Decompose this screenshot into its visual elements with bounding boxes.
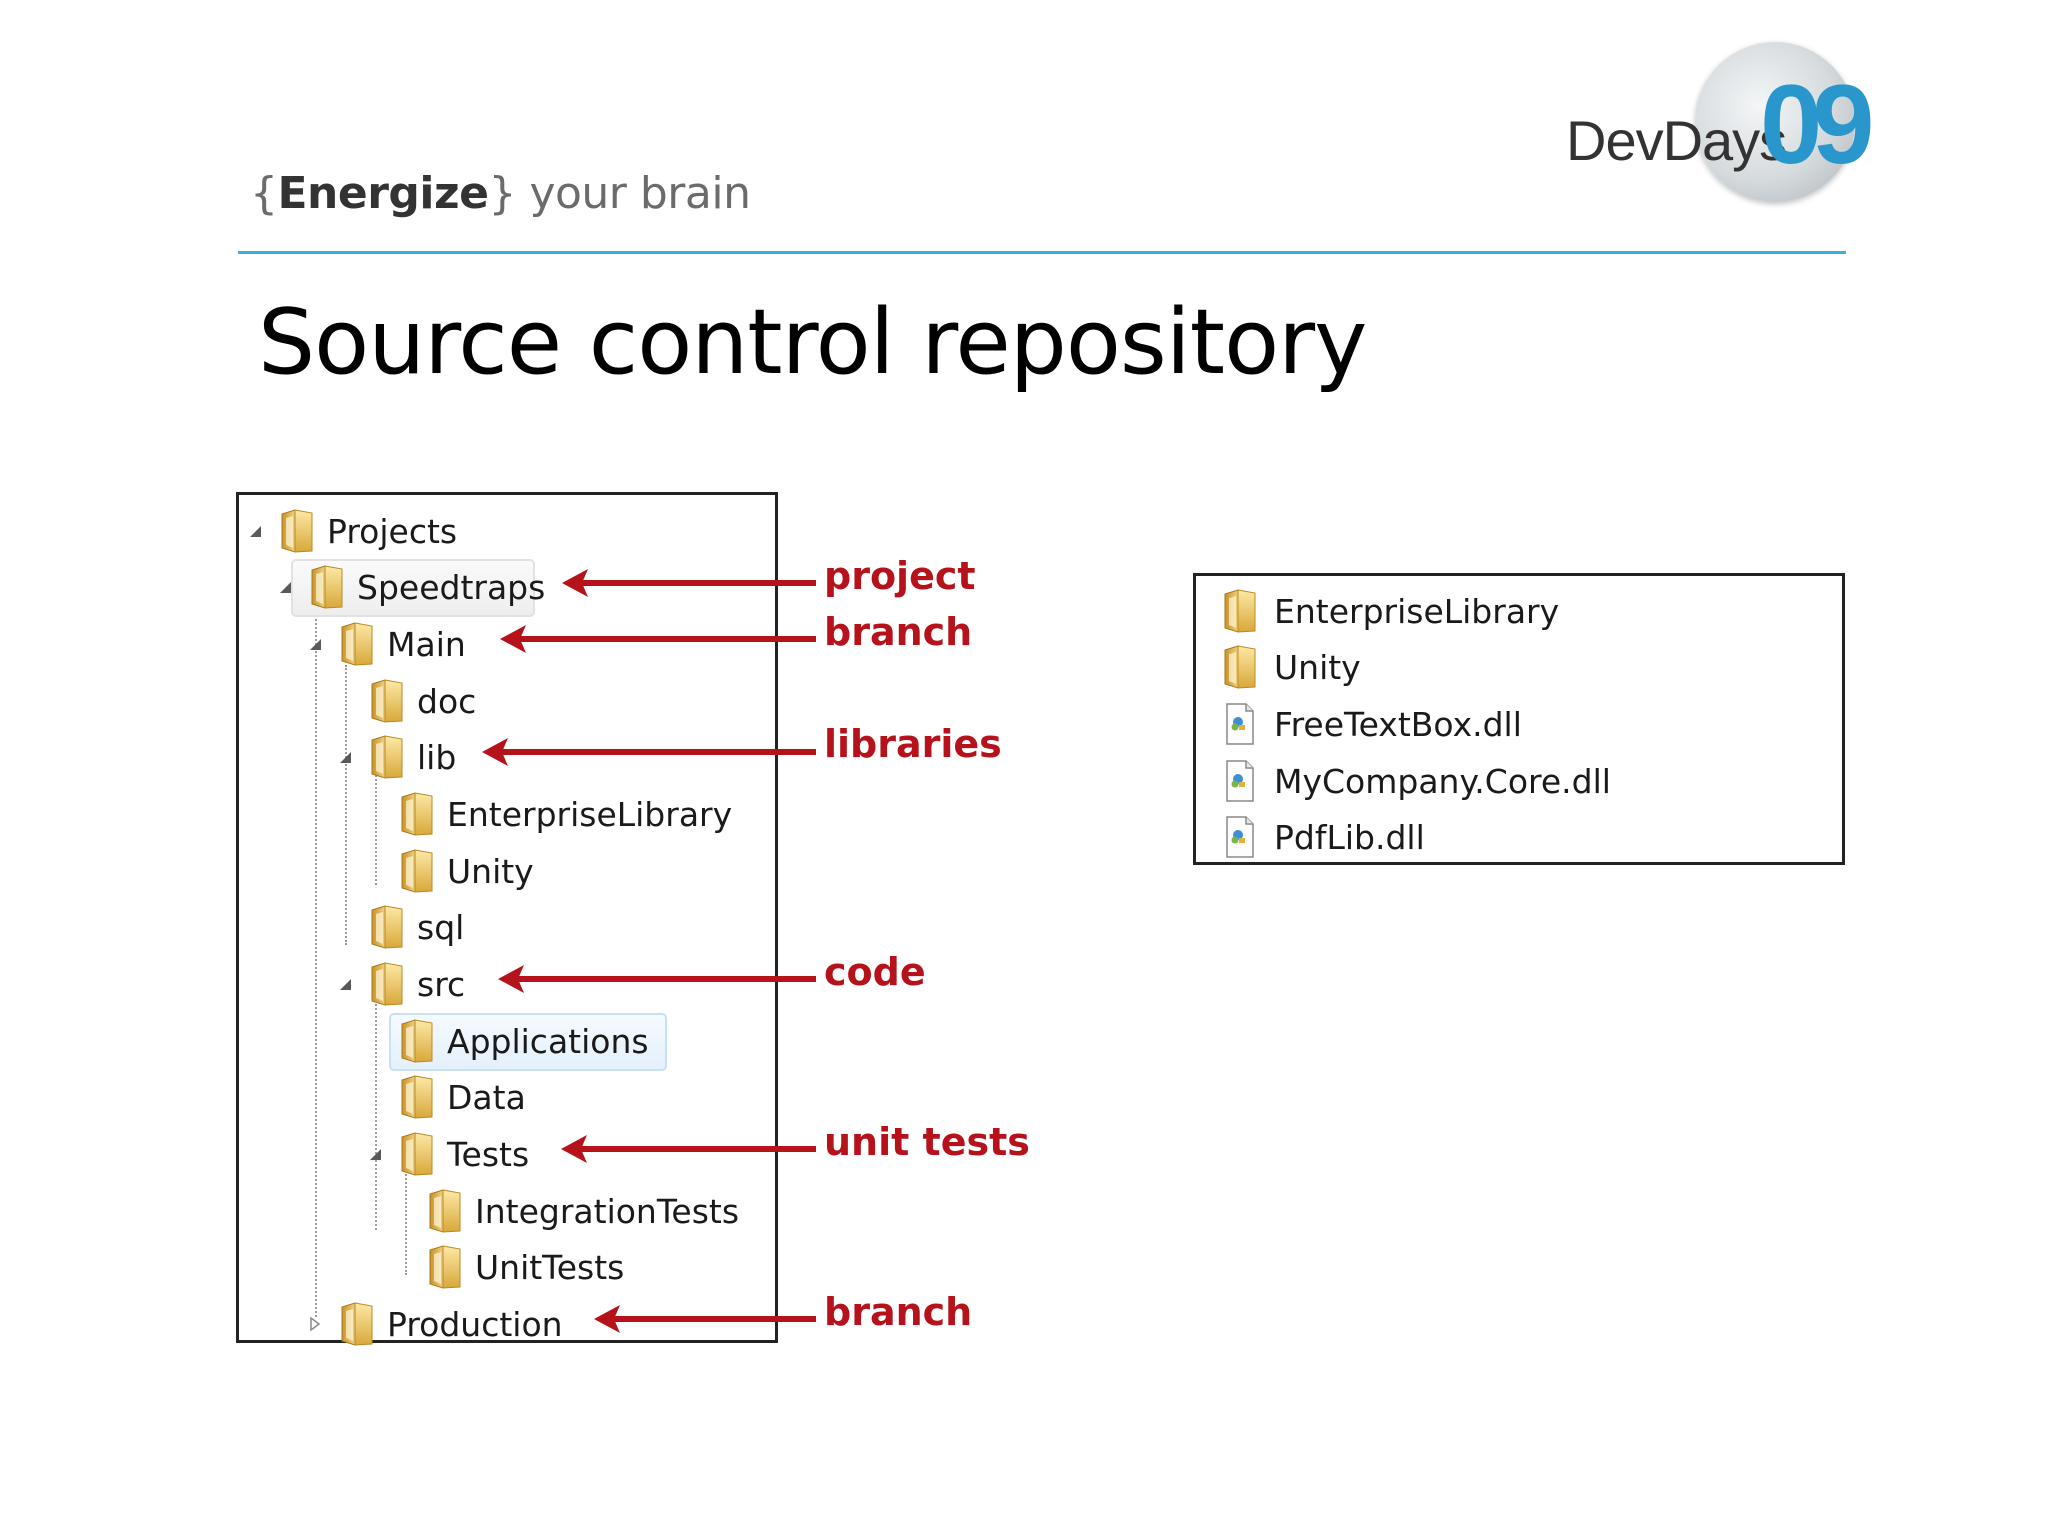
collapsed-arrow-icon[interactable]	[307, 1316, 323, 1332]
folder-icon	[339, 1301, 375, 1347]
folder-icon	[369, 961, 405, 1007]
annotation-arrow-unit-tests	[561, 1135, 816, 1163]
file-item-label: FreeTextBox.dll	[1274, 704, 1522, 744]
expanded-arrow-icon[interactable]	[367, 1146, 383, 1162]
file-item-label: EnterpriseLibrary	[1274, 591, 1560, 631]
logo-number: 09	[1760, 62, 1875, 187]
folder-icon	[399, 1074, 435, 1120]
annotation-arrow-branch-production	[594, 1305, 816, 1333]
selection-highlight	[389, 1013, 667, 1071]
folder-icon	[1222, 644, 1258, 690]
expanded-arrow-icon[interactable]	[337, 749, 353, 765]
tagline-open-brace: {	[250, 168, 278, 219]
annotation-arrow-libraries	[482, 738, 816, 766]
tree-item-label: doc	[417, 682, 477, 721]
annotation-label-libraries: libraries	[824, 722, 1002, 766]
folder-icon	[399, 1018, 435, 1064]
tagline-energize: Energize	[277, 168, 489, 219]
tree-item-label: Speedtraps	[357, 568, 546, 607]
logo-word: DevDays	[1566, 109, 1787, 172]
header-divider	[238, 251, 1846, 254]
tree-item-label: sql	[417, 908, 465, 947]
tree-item-label: UnitTests	[475, 1248, 625, 1287]
logo-disc	[1695, 42, 1855, 202]
annotation-label-branch: branch	[824, 610, 973, 654]
folder-icon	[1222, 588, 1258, 634]
tree-item-label: EnterpriseLibrary	[447, 795, 733, 834]
file-item-label: MyCompany.Core.dll	[1274, 761, 1611, 801]
tree-guide-line	[405, 1155, 407, 1275]
file-list-panel: EnterpriseLibrary Unity FreeTextBox.dll …	[1193, 573, 1845, 865]
tree-guide-line	[375, 1000, 377, 1230]
annotation-label-branch-production: branch	[824, 1290, 973, 1334]
tree-item-label: Applications	[447, 1022, 649, 1061]
tree-item-label: Tests	[447, 1135, 530, 1174]
folder-icon	[369, 904, 405, 950]
dll-file-icon	[1224, 702, 1256, 746]
annotation-label-code: code	[824, 950, 926, 994]
dll-file-icon	[1224, 759, 1256, 803]
folder-icon	[279, 508, 315, 554]
tree-item-label: src	[417, 965, 466, 1004]
tree-guide-line	[315, 607, 317, 1317]
folder-icon	[369, 734, 405, 780]
tree-item-label: Main	[387, 625, 466, 664]
dll-file-icon	[1224, 815, 1256, 859]
expanded-arrow-icon[interactable]	[337, 976, 353, 992]
tree-item-label: lib	[417, 738, 457, 777]
slide-title: Source control repository	[258, 290, 1367, 395]
tree-item-label: Data	[447, 1078, 526, 1117]
folder-icon	[427, 1188, 463, 1234]
folder-tree-panel: Projects Speedtraps Main doc lib Enterpr…	[236, 492, 778, 1343]
annotation-label-unit-tests: unit tests	[824, 1120, 1030, 1164]
folder-icon	[399, 791, 435, 837]
file-item-label: Unity	[1274, 647, 1361, 687]
tree-guide-line	[345, 665, 347, 945]
folder-icon	[399, 1131, 435, 1177]
annotation-label-project: project	[824, 554, 976, 598]
annotation-arrow-code	[498, 965, 816, 993]
tagline: {Energize} your brain	[250, 168, 751, 219]
expanded-arrow-icon[interactable]	[307, 636, 323, 652]
tagline-close-brace: }	[488, 168, 516, 219]
annotation-arrow-branch	[500, 625, 816, 653]
folder-icon	[399, 848, 435, 894]
expanded-arrow-icon[interactable]	[247, 523, 263, 539]
tree-guide-line	[375, 775, 377, 885]
tree-item-label: Unity	[447, 852, 534, 891]
folder-icon	[309, 564, 345, 610]
folder-icon	[339, 621, 375, 667]
tree-item-label: Projects	[327, 512, 458, 551]
devdays-logo: DevDays 09	[1560, 38, 1875, 218]
tagline-rest: your brain	[515, 168, 751, 219]
annotation-arrow-project	[562, 569, 816, 597]
tree-item-label: IntegrationTests	[475, 1192, 740, 1231]
folder-icon	[369, 678, 405, 724]
file-item-label: PdfLib.dll	[1274, 817, 1425, 857]
tree-item-label: Production	[387, 1305, 563, 1344]
folder-icon	[427, 1244, 463, 1290]
expanded-arrow-icon[interactable]	[277, 579, 293, 595]
